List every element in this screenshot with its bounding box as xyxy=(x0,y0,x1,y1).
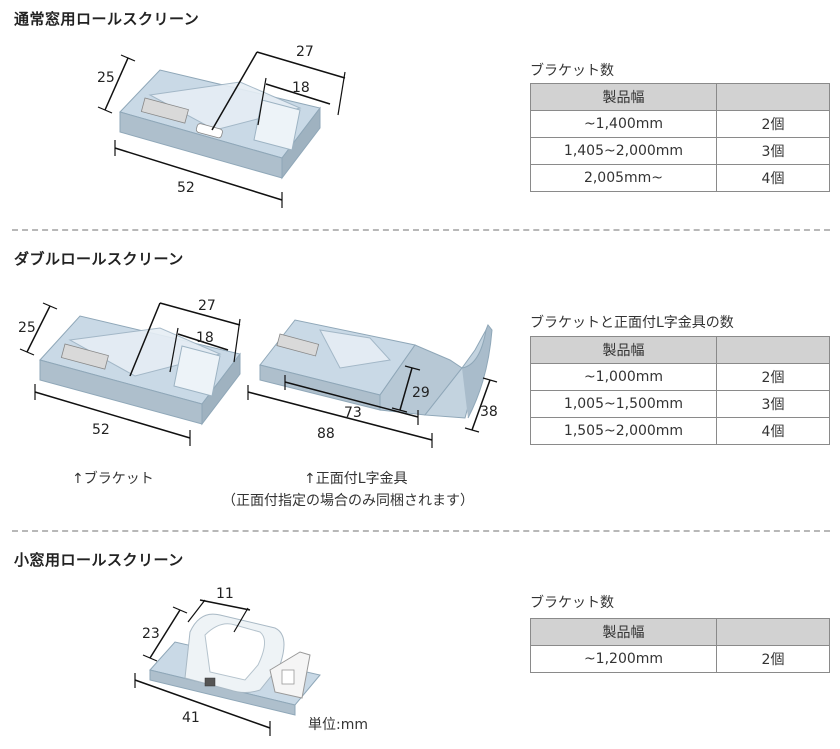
cell-width: ~1,400mm xyxy=(530,110,717,138)
bracket-count-table-small: 製品幅 ~1,200mm 2個 xyxy=(530,618,830,673)
cell-width: 1,405~2,000mm xyxy=(530,137,717,165)
dim-length-41: 41 xyxy=(182,710,200,726)
table-row: 1,405~2,000mm 3個 xyxy=(530,137,830,165)
table-row: ~1,400mm 2個 xyxy=(530,110,830,138)
dim-width-11: 11 xyxy=(216,586,234,602)
dim-height-38: 38 xyxy=(480,404,498,420)
table-label-double: ブラケットと正面付L字金具の数 xyxy=(530,315,734,331)
section-divider xyxy=(12,530,830,532)
dim-length-52: 52 xyxy=(177,180,195,196)
dim-depth-23: 23 xyxy=(142,626,160,642)
table-label-standard: ブラケット数 xyxy=(530,63,614,79)
caption-bracket: ↑ブラケット xyxy=(72,471,154,487)
table-label-small: ブラケット数 xyxy=(530,595,614,611)
cell-count: 3個 xyxy=(716,390,830,418)
caption-lbracket-note: （正面付指定の場合のみ同梱されます） xyxy=(222,493,474,509)
table-row: ~1,000mm 2個 xyxy=(530,363,830,391)
header-count xyxy=(716,618,830,646)
cell-width: 1,005~1,500mm xyxy=(530,390,717,418)
bracket-count-table-double: 製品幅 ~1,000mm 2個 1,005~1,500mm 3個 1,505~2… xyxy=(530,336,830,445)
table-header-row: 製品幅 xyxy=(530,83,830,111)
header-count xyxy=(716,83,830,111)
dim-width-27: 27 xyxy=(198,298,216,314)
cell-width: ~1,200mm xyxy=(530,645,717,673)
table-header-row: 製品幅 xyxy=(530,336,830,364)
header-count xyxy=(716,336,830,364)
table-row: 1,505~2,000mm 4個 xyxy=(530,417,830,445)
bracket-body xyxy=(119,69,321,180)
dim-depth-25: 25 xyxy=(18,320,36,336)
table-row: 2,005mm~ 4個 xyxy=(530,164,830,192)
section-title-small: 小窓用ロールスクリーン xyxy=(14,551,184,569)
cell-count: 2個 xyxy=(716,645,830,673)
dim-width-27: 27 xyxy=(296,44,314,60)
dim-length-52: 52 xyxy=(92,422,110,438)
cell-count: 2個 xyxy=(716,363,830,391)
cell-count: 3個 xyxy=(716,137,830,165)
cell-width: ~1,000mm xyxy=(530,363,717,391)
section-divider xyxy=(12,229,830,231)
caption-lbracket: ↑正面付L字金具 xyxy=(304,471,408,487)
table-row: ~1,200mm 2個 xyxy=(530,645,830,673)
dim-inner-18: 18 xyxy=(196,330,214,346)
bracket-count-table-standard: 製品幅 ~1,400mm 2個 1,405~2,000mm 3個 2,005mm… xyxy=(530,83,830,192)
bracket-illustration-double: 27 25 18 52 xyxy=(18,298,241,446)
cell-count: 4個 xyxy=(716,164,830,192)
header-product-width: 製品幅 xyxy=(530,618,717,646)
lbracket-illustration: 29 73 38 88 xyxy=(247,319,498,448)
header-product-width: 製品幅 xyxy=(530,336,717,364)
cell-width: 2,005mm~ xyxy=(530,164,717,192)
cell-count: 4個 xyxy=(716,417,830,445)
dim-depth-25: 25 xyxy=(97,70,115,86)
dim-length-73: 73 xyxy=(344,405,362,421)
section-title-standard: 通常窓用ロールスクリーン xyxy=(14,10,200,28)
bracket-illustration-small: 11 23 41 xyxy=(134,586,321,736)
bracket-illustration-standard: 27 25 18 52 xyxy=(97,44,346,208)
section-title-double: ダブルロールスクリーン xyxy=(14,250,184,268)
dim-height-29: 29 xyxy=(412,385,430,401)
table-row: 1,005~1,500mm 3個 xyxy=(530,390,830,418)
cell-count: 2個 xyxy=(716,110,830,138)
table-header-row: 製品幅 xyxy=(530,618,830,646)
dim-inner-18: 18 xyxy=(292,80,310,96)
dim-length-88: 88 xyxy=(317,426,335,442)
unit-label: 単位:mm xyxy=(308,717,368,733)
header-product-width: 製品幅 xyxy=(530,83,717,111)
cell-width: 1,505~2,000mm xyxy=(530,417,717,445)
